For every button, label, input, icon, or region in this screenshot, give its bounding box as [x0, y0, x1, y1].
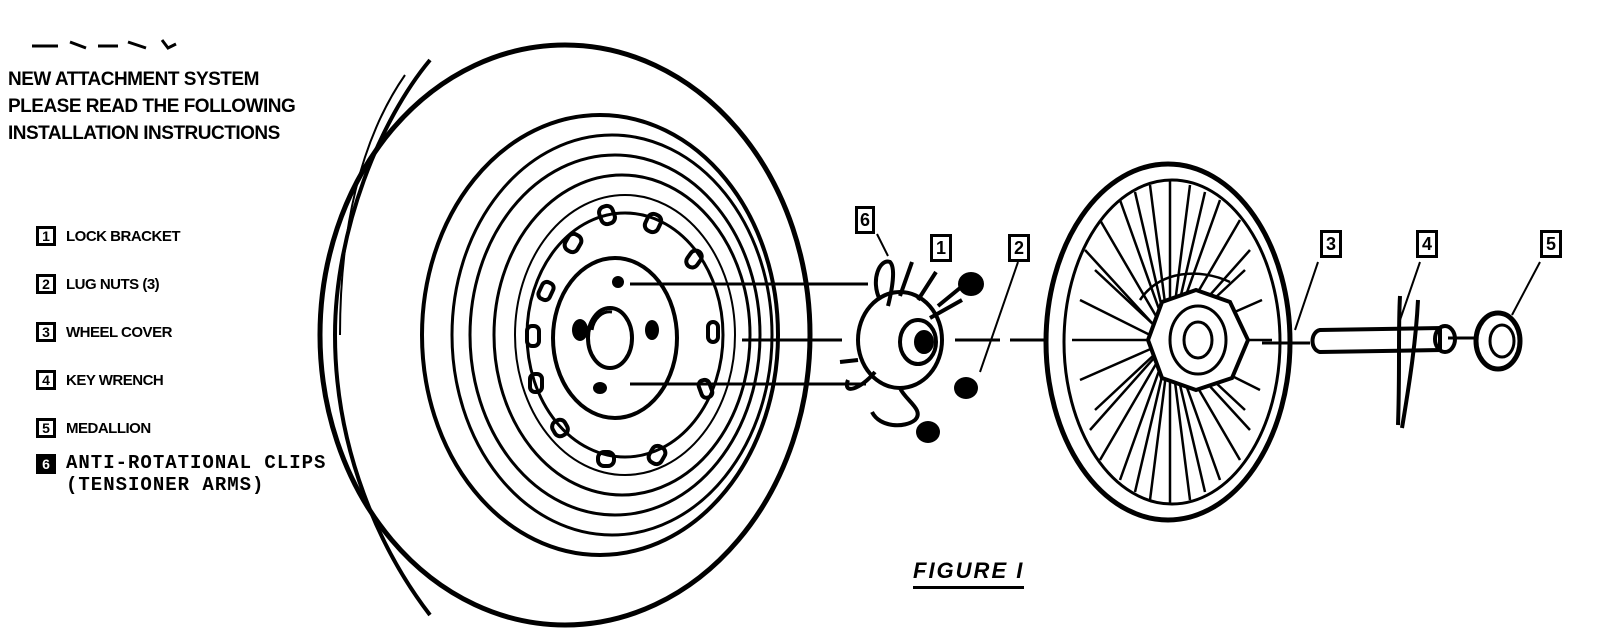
wheel-disc [468, 153, 762, 517]
legend-number: 3 [36, 322, 56, 342]
legend-item-wheel-cover: 3 WHEEL COVER [36, 308, 326, 356]
wrench-pointer-line [1399, 261, 1421, 321]
legend-label: KEY WRENCH [66, 371, 164, 389]
parts-legend: 1 LOCK BRACKET 2 LUG NUTS (3) 3 WHEEL CO… [36, 212, 326, 512]
legend-number: 6 [36, 454, 56, 474]
cover-pointer-line [1294, 261, 1319, 331]
legend-item-lug-nuts: 2 LUG NUTS (3) [36, 260, 326, 308]
heading-line-1: NEW ATTACHMENT SYSTEM [8, 69, 259, 90]
header-scrap-marks [32, 39, 177, 50]
legend-label: MEDALLION [66, 419, 151, 437]
legend-label: LUG NUTS (3) [66, 275, 160, 293]
clip-pointer-line [876, 233, 889, 257]
lug-nuts [916, 272, 984, 443]
key-wrench [1310, 295, 1457, 429]
legend-item-medallion: 5 MEDALLION [36, 404, 326, 452]
callout-4: 4 [1416, 230, 1438, 258]
medallion-pointer-line [1511, 261, 1541, 316]
legend-item-key-wrench: 4 KEY WRENCH [36, 356, 326, 404]
callout-5: 5 [1540, 230, 1562, 258]
legend-label: ANTI-ROTATIONAL CLIPS (TENSIONER ARMS) [66, 452, 326, 496]
legend-number: 2 [36, 274, 56, 294]
callout-2: 2 [1008, 234, 1030, 262]
legend-number: 4 [36, 370, 56, 390]
wheel-vent-holes [525, 203, 720, 468]
legend-label: LOCK BRACKET [66, 227, 181, 245]
legend-label-line-2: (TENSIONER ARMS) [66, 474, 265, 496]
legend-label-line-1: ANTI-ROTATIONAL CLIPS [66, 452, 327, 474]
legend-number: 5 [36, 418, 56, 438]
tire [317, 42, 813, 628]
medallion [1473, 310, 1523, 372]
wire-wheel-cover [1043, 161, 1293, 523]
heading-line-3: INSTALLATION INSTRUCTIONS [8, 123, 280, 144]
instruction-heading: NEW ATTACHMENT SYSTEM PLEASE READ THE FO… [8, 66, 296, 147]
legend-item-anti-rotational-clips: 6 ANTI-ROTATIONAL CLIPS (TENSIONER ARMS) [36, 452, 326, 512]
lock-bracket [839, 259, 963, 428]
heading-line-2: PLEASE READ THE FOLLOWING [8, 96, 296, 117]
header-scrap [30, 34, 180, 50]
figure-caption: FIGURE I [913, 558, 1025, 589]
callout-6: 6 [855, 206, 875, 234]
legend-label: WHEEL COVER [66, 323, 172, 341]
legend-number: 1 [36, 226, 56, 246]
nut-pointer-line [979, 261, 1019, 373]
callout-1: 1 [930, 234, 952, 262]
legend-item-lock-bracket: 1 LOCK BRACKET [36, 212, 326, 260]
callout-3: 3 [1320, 230, 1342, 258]
wheel-studs [572, 276, 659, 394]
alignment-lines [630, 282, 1478, 386]
